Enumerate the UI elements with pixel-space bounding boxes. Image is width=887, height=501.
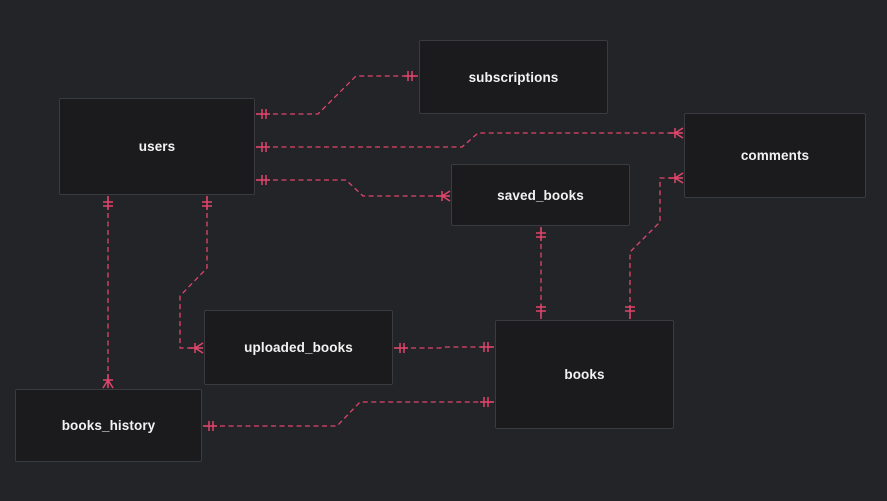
one-and-only-one-marker <box>394 343 408 353</box>
cardinality-markers <box>102 71 684 431</box>
edge-uploaded_books-books[interactable] <box>394 346 494 349</box>
one-and-only-one-marker <box>625 305 635 319</box>
one-and-only-one-marker <box>536 305 546 319</box>
one-and-only-one-marker <box>203 421 217 431</box>
entity-label: books <box>564 367 605 382</box>
entity-books-history[interactable]: books_history <box>15 389 202 462</box>
entity-users[interactable]: users <box>59 98 255 195</box>
entity-label: subscriptions <box>468 69 559 85</box>
one-and-only-one-marker <box>202 196 212 210</box>
edge-users-uploaded_books[interactable] <box>179 196 208 349</box>
one-and-only-one-marker <box>103 196 113 210</box>
one-or-many-marker <box>189 342 204 354</box>
one-and-only-one-marker <box>536 227 546 241</box>
entity-comments[interactable]: comments <box>684 113 866 198</box>
entity-label: users <box>138 139 176 154</box>
entity-label: books_history <box>61 418 156 433</box>
one-or-many-marker <box>669 172 684 184</box>
edge-books_history-books[interactable] <box>203 401 494 427</box>
one-and-only-one-marker <box>480 397 494 407</box>
one-or-many-marker <box>669 127 684 139</box>
entity-label: uploaded_books <box>244 340 353 355</box>
relationship-edges <box>107 75 683 427</box>
entity-books[interactable]: books <box>495 320 674 429</box>
one-and-only-one-marker <box>480 342 494 352</box>
edge-users-comments[interactable] <box>256 132 683 148</box>
entity-label: saved_books <box>497 187 584 203</box>
edge-books-comments[interactable] <box>629 177 683 319</box>
one-or-many-marker <box>102 374 114 389</box>
one-and-only-one-marker <box>256 142 270 152</box>
edge-users-subscriptions[interactable] <box>256 75 418 115</box>
one-and-only-one-marker <box>256 175 270 185</box>
one-and-only-one-marker <box>404 71 418 81</box>
edge-users-saved_books[interactable] <box>256 179 450 197</box>
entity-label: comments <box>740 148 810 163</box>
entity-uploaded-books[interactable]: uploaded_books <box>204 310 393 385</box>
entity-subscriptions[interactable]: subscriptions <box>419 40 608 114</box>
one-or-many-marker <box>436 190 451 202</box>
one-and-only-one-marker <box>256 109 270 119</box>
entity-saved-books[interactable]: saved_books <box>451 164 630 226</box>
